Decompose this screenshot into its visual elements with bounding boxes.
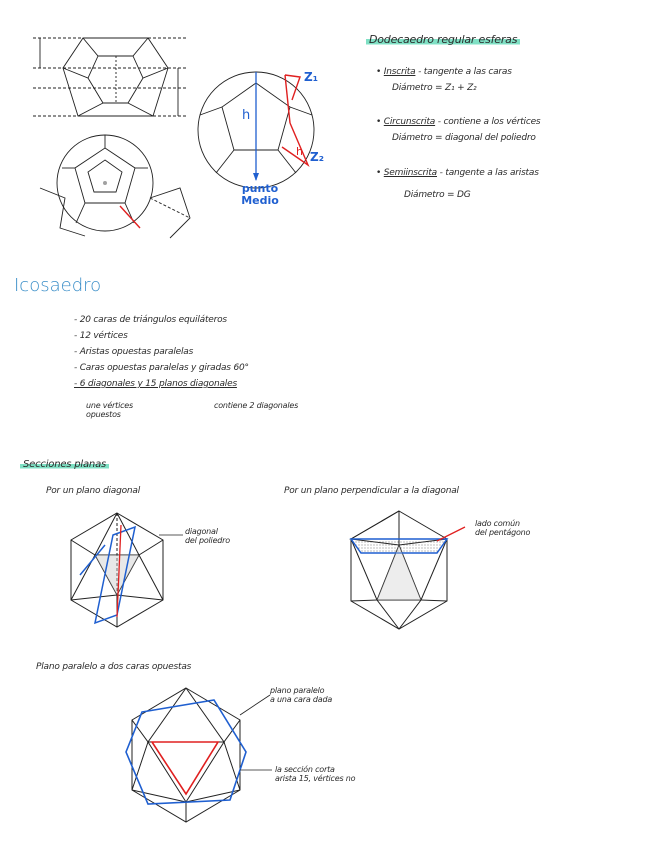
icosaedro-bullet-1: - 20 caras de triángulos equiláteros (74, 315, 227, 325)
icosaedro-bullet-5: - 6 diagonales y 15 planos diagonales (74, 379, 237, 389)
dodecaedro-title: Dodecaedro regular esferas (366, 33, 521, 46)
item-rest: - contiene a los vértices (437, 117, 541, 127)
dodecaedro-item-semiinscrita-line2: Diámetro = DG (404, 190, 471, 200)
plane3-pointer-lines (239, 694, 272, 771)
plane3-note1: plano paralelo a una cara dada (270, 686, 333, 704)
icosaedro-sub-right: contiene 2 diagonales (214, 401, 299, 410)
dodecaedro-item-inscrita-line2: Diámetro = Z₁ + Z₂ (392, 83, 477, 93)
icosaedro-title: Icosaedro (14, 275, 102, 296)
plane2-heading: Por un plano perpendicular a la diagonal (284, 486, 459, 496)
figure-label-h-red: h (296, 145, 303, 158)
item-rest: - tangente a las aristas (439, 168, 539, 178)
icosaedro-bullet-2: - 12 vértices (74, 331, 128, 341)
dodecaedro-item-inscrita: • Inscrita - tangente a las caras (376, 67, 512, 77)
secciones-title: Secciones planas (20, 459, 110, 470)
plane1-heading: Por un plano diagonal (46, 486, 141, 496)
icosahedron-diagonal-section-drawing (70, 512, 183, 628)
icosaedro-bullet-4: - Caras opuestas paralelas y giradas 60° (74, 363, 249, 373)
figure-label-z1: Z₁ (304, 70, 318, 84)
item-term: Semiinscrita (383, 168, 437, 178)
plane2-note: lado común del pentágono (475, 519, 531, 537)
plane3-note2: la sección corta arista 15, vértices no (275, 765, 356, 783)
figure-label-z2: Z₂ (310, 150, 324, 164)
dodecaedro-item-circunscrita-line2: Diámetro = diagonal del poliedro (392, 133, 536, 143)
item-term: Circunscrita (383, 117, 436, 127)
icosaedro-sub-left: une vértices opuestos (86, 401, 133, 419)
icosaedro-bullet-3: - Aristas opuestas paralelas (74, 347, 194, 357)
plane3-heading: Plano paralelo a dos caras opuestas (36, 662, 192, 672)
figure-label-punto-medio: punto Medio (241, 182, 279, 207)
figure-label-h: h (242, 108, 251, 123)
dodecaedro-item-circunscrita: • Circunscrita - contiene a los vértices (376, 117, 541, 127)
dodecahedron-sphere-drawing (197, 71, 315, 189)
icosahedron-perpendicular-section-drawing (349, 510, 466, 630)
dodecahedron-elevation-drawing (33, 37, 188, 117)
item-term: Inscrita (383, 67, 416, 77)
plane1-note: diagonal del poliedro (185, 527, 230, 545)
item-rest: - tangente a las caras (418, 67, 512, 77)
dodecahedron-plan-drawing (39, 134, 191, 239)
dodecaedro-item-semiinscrita: • Semiinscrita - tangente a las aristas (376, 168, 539, 178)
icosahedron-parallel-section-drawing (125, 687, 247, 823)
